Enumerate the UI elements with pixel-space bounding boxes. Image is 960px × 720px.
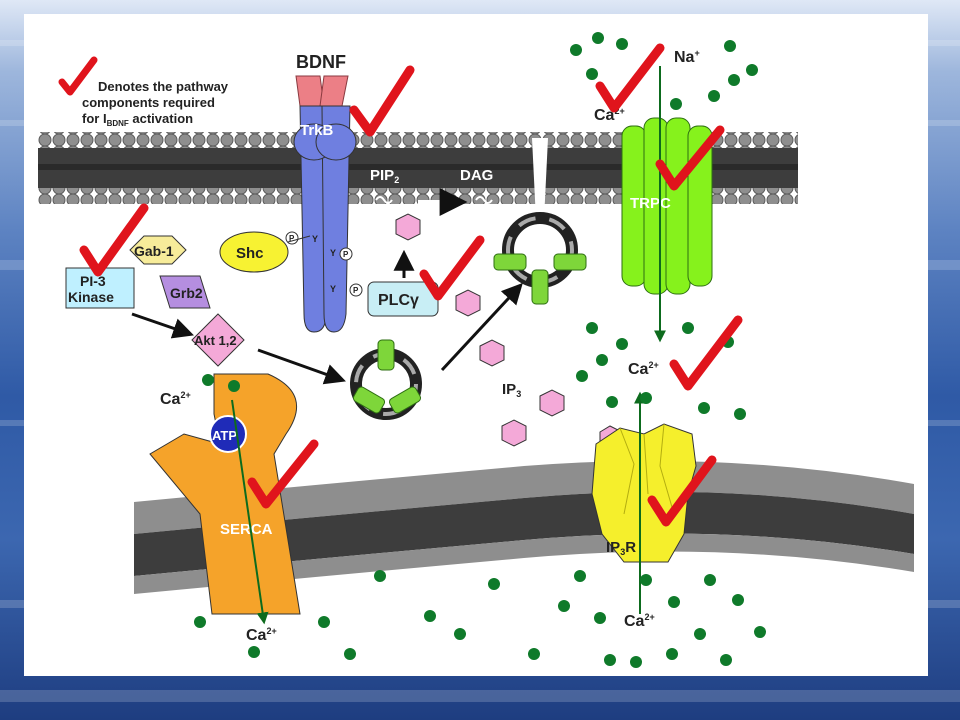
serca-label: SERCA (220, 521, 273, 538)
p-site-1: P (289, 234, 295, 243)
legend-line1: Denotes the pathway (98, 79, 229, 94)
check-icon-trkb (349, 65, 415, 137)
trpc-channel: TRPC (621, 66, 713, 343)
legend-check-icon (58, 56, 98, 96)
pip2-label: PIP2 (370, 167, 399, 185)
plcg-label: PLCγ (378, 292, 419, 309)
ca-label-er-right: Ca2+ (624, 612, 655, 630)
p-site-2: P (343, 250, 349, 259)
gab1-node (129, 235, 187, 265)
bdnf-right (319, 75, 349, 107)
ca-label-er-left: Ca2+ (246, 626, 277, 644)
legend-line2: components required (82, 95, 215, 110)
diagram-panel: Denotes the pathway components required … (24, 14, 928, 676)
trkb-receptor: BDNF TrkB Y P Y P Y P (285, 52, 363, 333)
check-icon-ca-cyto (669, 315, 743, 391)
vesicle-channel (350, 339, 422, 420)
check-icon-trpc (655, 125, 725, 191)
pathway-diagram: Denotes the pathway components required … (38, 32, 914, 668)
grb2-node (159, 275, 211, 309)
ip3-label: IP3 (502, 381, 521, 399)
ip3-molecules: IP3 (455, 289, 623, 453)
pi3-label-1: PI-3 (80, 273, 106, 289)
y-site-3: Y (330, 284, 336, 294)
check-icon-top-ca (595, 43, 665, 113)
na-label: Na+ (674, 48, 700, 66)
check-icon-serca (247, 439, 319, 509)
ca-label-cyto: Ca2+ (628, 360, 659, 378)
ion-labels: Na+ Ca2+ Ca2+ Ca2+ Ca2+ Ca2+ (160, 48, 700, 644)
shc-node (219, 231, 289, 273)
pi3-label-2: Kinase (68, 289, 114, 305)
legend-line3: for IBDNF activation (82, 111, 193, 128)
arrow-akt-channel (257, 348, 346, 385)
trkb-label: TrkB (300, 122, 334, 139)
ip3r-label: IP3R (606, 539, 636, 557)
shc-label: Shc (236, 245, 264, 262)
phospho-sites: Y P Y P Y P (285, 231, 363, 297)
akt-label: Akt 1,2 (194, 333, 237, 348)
ip3r-channel: IP3R (591, 391, 697, 614)
atp-label: ATP (212, 428, 237, 443)
ca-label-top: Ca2+ (594, 106, 625, 124)
arrow-vesicle-insert (440, 282, 523, 372)
check-icon-plcg (419, 235, 485, 301)
p-site-3: P (353, 286, 359, 295)
akt-node: Akt 1,2 (191, 313, 245, 367)
trpc-label: TRPC (630, 195, 671, 212)
y-site-2: Y (330, 248, 336, 258)
inserted-channel (493, 138, 587, 305)
er-membrane (134, 460, 914, 594)
plcg-node: PLCγ (367, 281, 439, 317)
check-marks (79, 43, 743, 527)
serca-pump: ATP SERCA (149, 373, 301, 625)
calcium-ions (194, 32, 766, 668)
gab1-label: Gab-1 (134, 243, 174, 259)
y-site-1: Y (312, 234, 318, 244)
ca-label-serca: Ca2+ (160, 390, 191, 408)
legend: Denotes the pathway components required … (58, 56, 229, 128)
bdnf-label: BDNF (296, 52, 346, 72)
adaptor-complex: Shc Grb2 Gab-1 PI-3 Kinase (65, 231, 311, 309)
check-icon-pi3 (79, 203, 149, 277)
check-icon-ip3r (647, 455, 717, 527)
pip2-dag: PIP2 DAG (370, 167, 493, 241)
arrow-pi3-akt (131, 312, 194, 339)
dag-label: DAG (460, 167, 493, 184)
grb2-label: Grb2 (170, 285, 203, 301)
bdnf-left (295, 75, 325, 107)
